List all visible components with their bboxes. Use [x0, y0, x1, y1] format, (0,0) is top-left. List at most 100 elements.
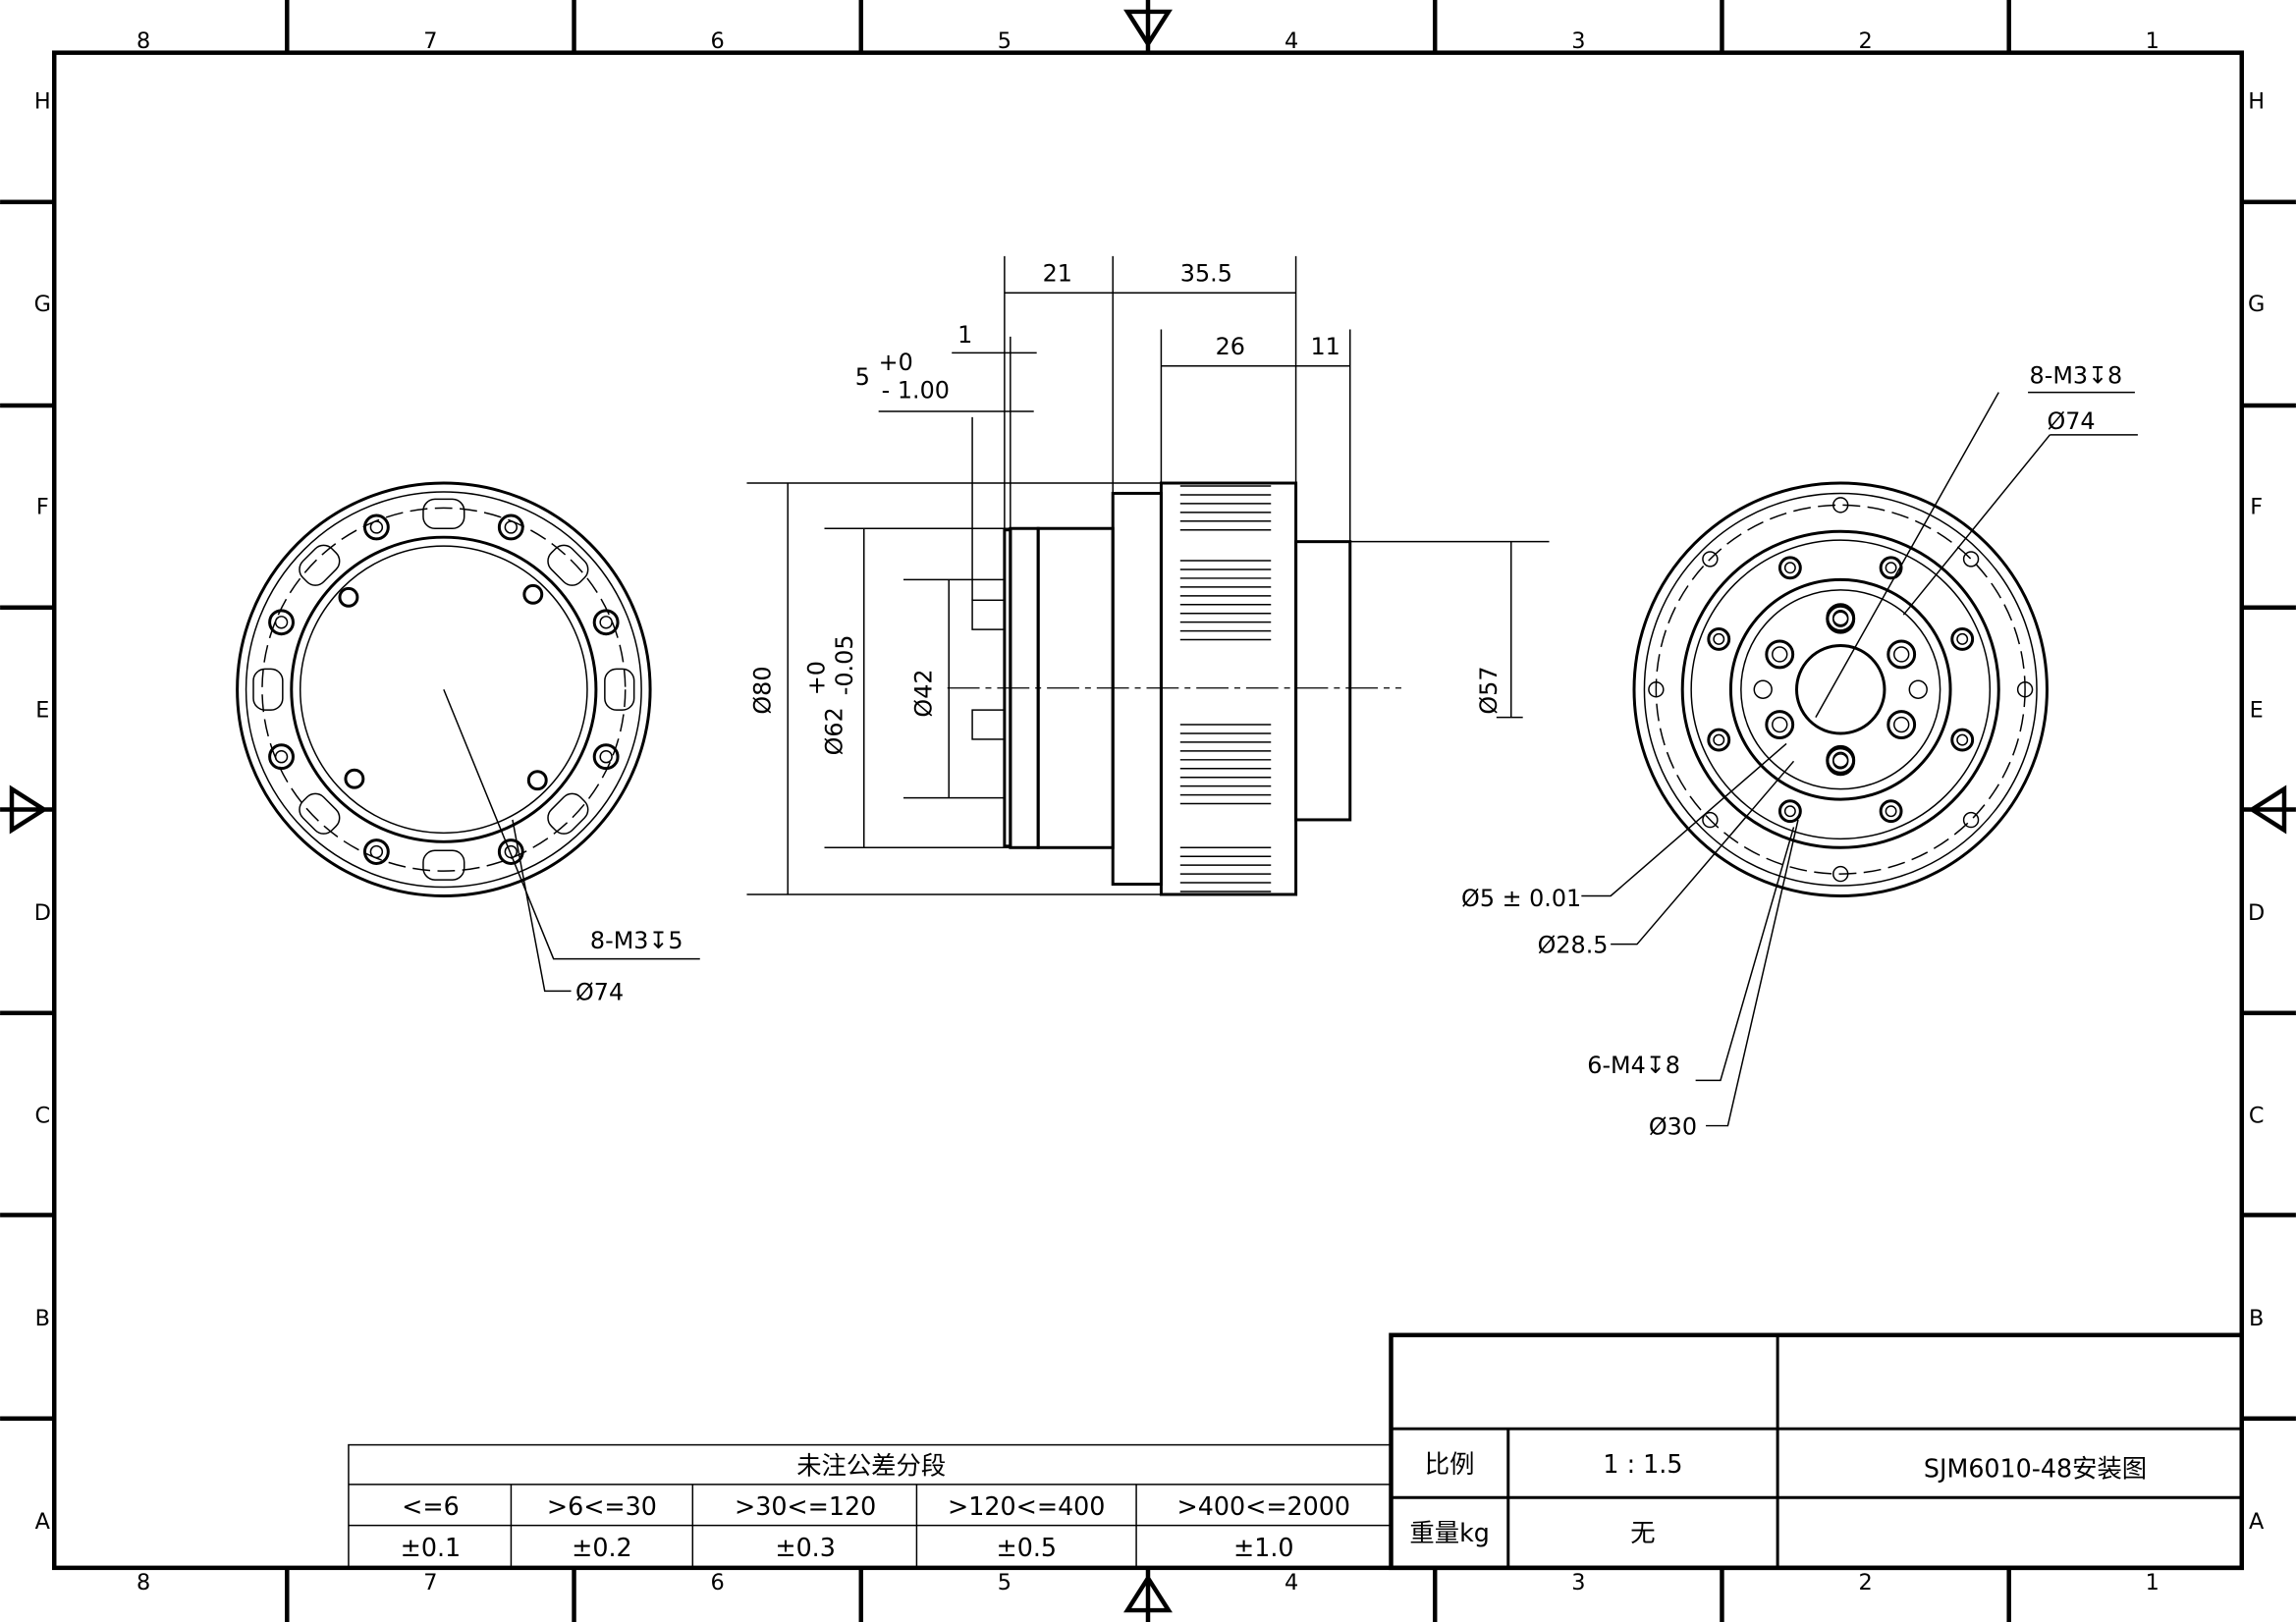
tolerance-value-cell: ±0.5 — [996, 1533, 1057, 1562]
bore-label: Ø28.5 — [1538, 932, 1609, 959]
tolerance-table-title: 未注公差分段 — [796, 1450, 946, 1480]
inner-bolt-hole-thread — [1893, 716, 1910, 733]
weight-relief-pocket — [252, 668, 284, 711]
outer-bolt-hole-thread — [1713, 733, 1725, 746]
weight-relief-pocket — [422, 498, 465, 529]
tolerance-range-cell: <=6 — [402, 1491, 460, 1521]
outer-bolt-hole — [1707, 728, 1731, 752]
left-thread-callout: 8-M3↧5 — [590, 927, 683, 954]
right-thread-outer-callout: 8-M3↧8 — [2030, 362, 2123, 390]
top-arrow-icon — [1123, 0, 1173, 53]
outer-bolt-hole — [1879, 556, 1903, 580]
outer-bolt-hole-thread — [1885, 562, 1897, 574]
tolerance-range-cell: >6<=30 — [547, 1491, 657, 1521]
mounting-hole — [526, 770, 548, 791]
weight-relief-pocket — [547, 544, 589, 586]
inner-bolt-hole — [1765, 639, 1795, 670]
pin-hole — [1826, 746, 1856, 777]
zone-row-label: A — [35, 1509, 51, 1535]
zone-column-label: 4 — [1285, 28, 1298, 54]
outer-bolt-hole — [1777, 556, 1802, 580]
dim-5-base: 5 — [855, 363, 870, 391]
zone-column-label: 2 — [1858, 28, 1872, 54]
outer-bolt-hole-thread — [1783, 562, 1796, 574]
bolt-hole-thread — [274, 750, 289, 764]
weight-label: 重量kg — [1409, 1518, 1489, 1547]
zone-column-label: 8 — [137, 1570, 150, 1595]
outer-bolt-hole — [1950, 728, 1975, 752]
dia-62-lower-tol: -0.05 — [831, 635, 858, 696]
dim-21: 21 — [1043, 259, 1072, 287]
bolt-hole — [268, 609, 295, 636]
zone-column-label: 5 — [998, 1570, 1011, 1595]
small-hole — [1753, 679, 1773, 699]
scale-label: 比例 — [1425, 1449, 1475, 1479]
zone-column-label: 5 — [998, 28, 1011, 54]
tolerance-table: 未注公差分段 <=6±0.1>6<=30±0.2>30<=120±0.3>120… — [348, 1443, 1393, 1569]
bolt-hole — [592, 609, 620, 636]
weight-relief-pocket — [547, 792, 589, 835]
dim-11: 11 — [1310, 333, 1339, 360]
weight-relief-pocket — [299, 792, 341, 835]
bolt-hole — [362, 514, 390, 541]
right-arrow-icon — [2241, 784, 2296, 835]
outer-bolt-hole — [1707, 626, 1731, 651]
zone-row-label: B — [2249, 1306, 2264, 1331]
bolt-hole-thread — [369, 844, 384, 859]
outer-bolt-hole-thread — [1956, 632, 1969, 645]
scale-value: 1 : 1.5 — [1603, 1449, 1682, 1479]
weight-relief-pocket — [422, 849, 465, 881]
zone-column-label: 7 — [423, 28, 437, 54]
inner-bolt-hole-thread — [1893, 646, 1910, 663]
zone-column-label: 8 — [137, 28, 150, 54]
bolt-hole — [268, 743, 295, 771]
mounting-hole — [338, 586, 359, 608]
zone-column-label: 3 — [1571, 1570, 1585, 1595]
dim-35-5: 35.5 — [1180, 259, 1232, 287]
zone-row-label: F — [2250, 495, 2263, 520]
outer-bolt-hole — [1950, 626, 1975, 651]
zone-column-label: 6 — [711, 28, 725, 54]
zone-row-label: G — [34, 292, 51, 317]
rim-notch — [1702, 551, 1719, 568]
zone-column-label: 2 — [1858, 1570, 1872, 1595]
zone-column-label: 3 — [1571, 28, 1585, 54]
bolt-hole — [497, 838, 524, 865]
tolerance-value-cell: ±1.0 — [1233, 1533, 1294, 1562]
dia-80: Ø80 — [748, 666, 776, 714]
tolerance-value-cell: ±0.2 — [572, 1533, 632, 1562]
mounting-hole — [522, 583, 544, 605]
right-thread-inner-callout: 6-M4↧8 — [1587, 1052, 1680, 1079]
zone-row-label: E — [2250, 697, 2264, 723]
zone-column-label: 6 — [711, 1570, 725, 1595]
dim-1: 1 — [957, 321, 972, 349]
zone-column-label: 4 — [1285, 1570, 1298, 1595]
outer-bolt-hole-thread — [1783, 805, 1796, 818]
inner-bolt-hole-thread — [1772, 716, 1788, 733]
outer-bolt-hole-thread — [1713, 632, 1725, 645]
outer-bolt-hole — [1879, 799, 1903, 824]
bolt-hole — [497, 514, 524, 541]
dia-57: Ø57 — [1475, 666, 1503, 714]
zone-row-label: D — [2248, 900, 2265, 926]
inner-bolt-hole — [1765, 710, 1795, 739]
dia-62: Ø62 — [820, 707, 847, 755]
left-end-view: 8-M3↧5 Ø74 — [236, 481, 700, 1005]
weight-value: 无 — [1630, 1518, 1655, 1547]
zone-column-label: 1 — [2146, 1570, 2159, 1595]
side-section-view: 21 35.5 26 11 1 5 +0 - 1.00 Ø80 Ø62 +0 -… — [746, 255, 1550, 896]
bolt-hole-thread — [274, 616, 289, 629]
inner-bolt-hole — [1886, 710, 1917, 739]
rim-notch — [1702, 811, 1719, 829]
dim-5-lower-tol: - 1.00 — [882, 377, 950, 405]
bolt-hole-thread — [504, 844, 519, 859]
tolerance-range-cell: >30<=120 — [735, 1491, 876, 1521]
rim-notch — [2016, 681, 2034, 698]
bolt-hole-thread — [599, 616, 613, 629]
pin-hole-label: Ø5 ± 0.01 — [1461, 885, 1581, 912]
left-arrow-icon — [0, 784, 55, 835]
zone-row-label: D — [34, 900, 51, 926]
weight-relief-pocket — [299, 544, 341, 586]
